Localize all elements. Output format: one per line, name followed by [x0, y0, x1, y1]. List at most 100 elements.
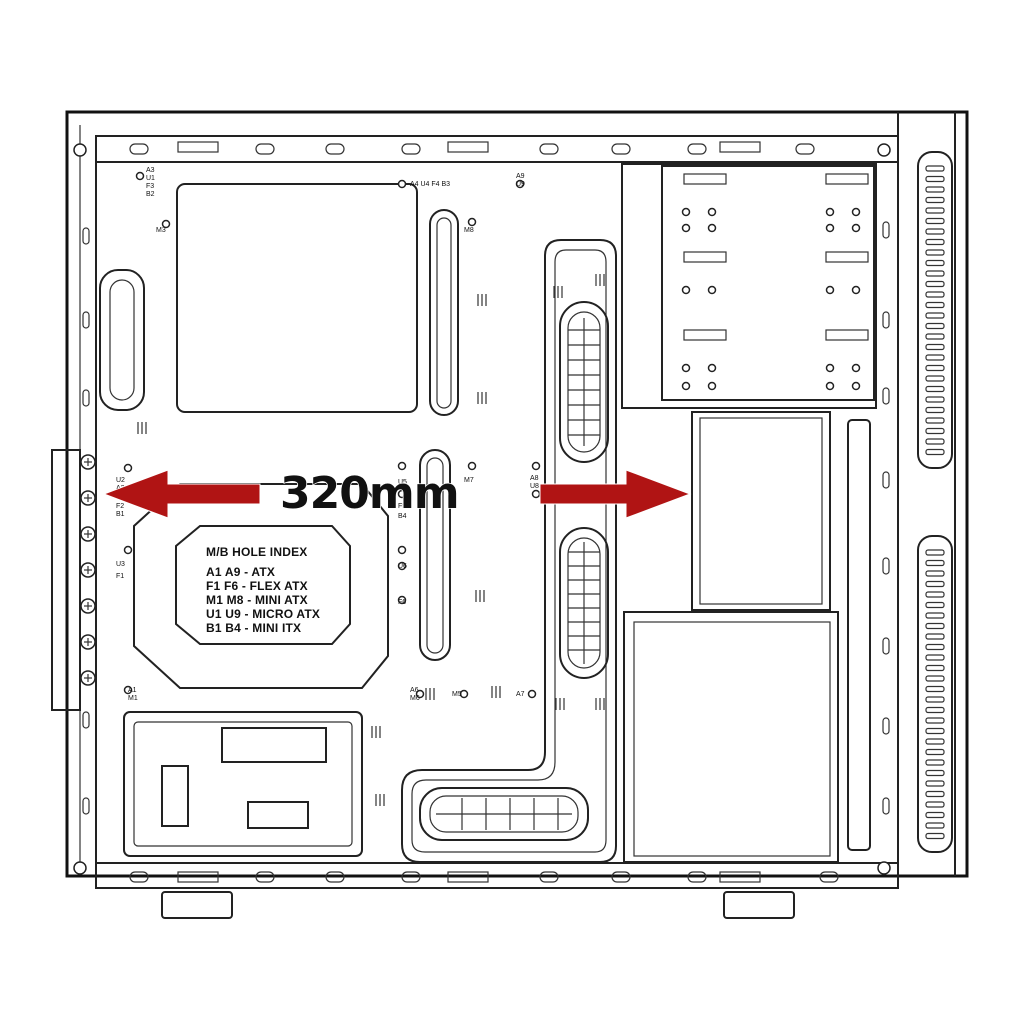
tie-slot: [882, 797, 890, 815]
vent-slot: [925, 570, 945, 577]
tie-slot: [82, 711, 90, 729]
cable-tie-point: [595, 698, 605, 710]
cage-hole: [825, 381, 835, 391]
vent-slot: [925, 622, 945, 630]
vent-slot: [925, 396, 945, 403]
vent-slot: [925, 633, 945, 640]
front-rail: [847, 419, 871, 851]
standoff-hole: [415, 689, 425, 699]
hole-label: A3: [146, 167, 155, 174]
cage-hole: [851, 223, 861, 233]
mb-index-frame: [133, 483, 389, 689]
hole-label: U5: [398, 479, 407, 486]
vent-slot: [925, 559, 945, 567]
cage-hole: [825, 223, 835, 233]
hole-index-row: A1 A9 - ATX: [206, 565, 275, 579]
hole-label: A7: [516, 691, 525, 698]
vent-slot: [925, 801, 945, 808]
standoff-hole: [531, 489, 541, 499]
hole-label: U6: [398, 563, 407, 570]
hole-label: B2: [146, 191, 155, 198]
vent-slot: [925, 322, 945, 330]
vent-slot: [925, 832, 945, 840]
cable-tie-point: [595, 274, 605, 286]
tie-slot: [82, 227, 90, 245]
cable-tie-point: [477, 294, 487, 306]
cable-channel: [401, 239, 617, 863]
cage-hole: [825, 285, 835, 295]
vent-slot: [925, 291, 945, 298]
cage-hole: [681, 381, 691, 391]
standoff-hole: [123, 463, 133, 473]
vent-slot: [925, 685, 945, 693]
tie-slot: [882, 557, 890, 575]
cable-tie-point: [475, 590, 485, 602]
standoff-hole: [123, 545, 133, 555]
hole-label: F1: [116, 573, 124, 580]
vent-slot: [925, 448, 945, 456]
cage-hole: [707, 223, 717, 233]
ssd-drive-cage: [621, 163, 877, 409]
hole-label: A1: [128, 687, 137, 694]
cable-slot-lower: [419, 449, 451, 661]
hole-label: U1: [146, 175, 155, 182]
vent-slot: [925, 217, 945, 225]
hole-label: B4: [398, 513, 407, 520]
vent-slot: [925, 790, 945, 798]
standoff-hole: [161, 219, 171, 229]
dimension-label: 320mm: [280, 468, 459, 519]
cage-hole: [851, 363, 861, 373]
cage-hole: [707, 207, 717, 217]
top-rail: [73, 135, 899, 163]
vent-slot: [925, 406, 945, 414]
vent-slot: [925, 738, 945, 745]
vent-slot: [925, 270, 945, 277]
vent-slot: [925, 186, 945, 193]
vent-slot: [925, 780, 945, 787]
vent-slot: [925, 228, 945, 235]
hole-label: U3: [116, 561, 125, 568]
cable-tie-point: [137, 422, 147, 434]
hole-label: U9: [516, 181, 525, 188]
cage-hole: [825, 207, 835, 217]
vent-slot: [925, 364, 945, 372]
hole-index-row: U1 U9 - MICRO ATX: [206, 607, 320, 621]
vent-slot: [925, 438, 945, 445]
vent-slot: [925, 643, 945, 651]
vent-slot: [925, 664, 945, 672]
hole-label: F5: [398, 503, 406, 510]
vent-slot: [925, 706, 945, 714]
tie-slot: [882, 221, 890, 239]
vent-slot: [925, 748, 945, 756]
cage-hole: [707, 381, 717, 391]
cpu-cutout: [176, 183, 418, 413]
hole-label: M7: [464, 477, 474, 484]
vent-slot: [925, 343, 945, 351]
standoff-hole: [397, 545, 407, 555]
left-foot: [161, 891, 233, 919]
standoff-hole: [123, 685, 133, 695]
tie-slot: [882, 311, 890, 329]
vent-slot: [925, 207, 945, 214]
standoff-hole: [397, 489, 407, 499]
cage-hole: [825, 363, 835, 373]
vent-slot: [925, 196, 945, 204]
tie-slot: [882, 717, 890, 735]
vent-slot: [925, 654, 945, 661]
bottom-rail: [73, 861, 899, 919]
hole-label: A6: [410, 687, 419, 694]
cable-tie-point: [553, 286, 563, 298]
standoff-hole: [459, 689, 469, 699]
cable-tie-point: [477, 392, 487, 404]
vent-slot: [925, 601, 945, 609]
tie-slot: [882, 471, 890, 489]
vent-slot: [925, 822, 945, 829]
hole-index-row: F1 F6 - FLEX ATX: [206, 579, 308, 593]
vent-slot: [925, 280, 945, 288]
hole-index-row: M1 M8 - MINI ATX: [206, 593, 308, 607]
vent-slot: [925, 354, 945, 361]
vent-slot: [925, 259, 945, 267]
hole-label: F2: [116, 503, 124, 510]
vent-slot: [925, 759, 945, 766]
